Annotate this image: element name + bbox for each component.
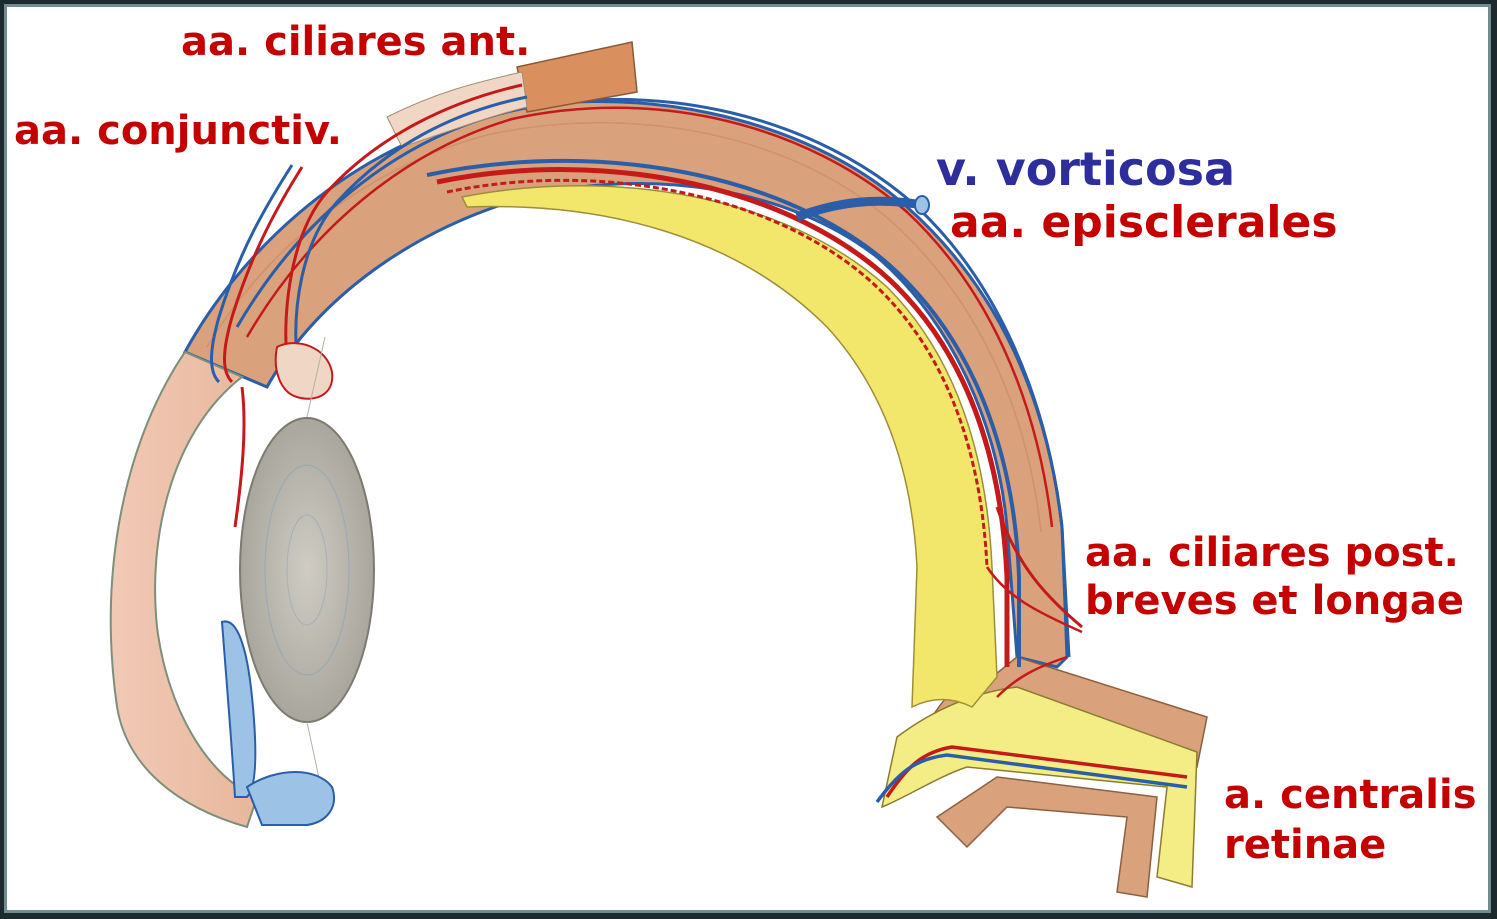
label-aa-episclerales: aa. episclerales — [950, 200, 1338, 246]
iris-root — [247, 772, 334, 825]
label-aa-ciliares-ant: aa. ciliares ant. — [181, 21, 530, 63]
label-a-centralis-line1: a. centralis — [1224, 774, 1477, 816]
optic-dura-lower — [937, 777, 1157, 897]
lens — [240, 418, 374, 722]
vortex-vein-end — [915, 196, 929, 214]
label-a-centralis-retinae: a. centralis retinae — [1224, 774, 1477, 866]
ciliary-body — [276, 343, 333, 399]
label-aa-ciliares-post-line1: aa. ciliares post. — [1085, 532, 1464, 574]
label-aa-ciliares-post-line2: breves et longae — [1085, 580, 1464, 622]
ciliary-process — [235, 387, 244, 527]
label-aa-conjunctiv: aa. conjunctiv. — [14, 110, 342, 152]
diagram-frame: aa. ciliares ant. aa. conjunctiv. v. vor… — [4, 4, 1491, 913]
label-v-vorticosa: v. vorticosa — [936, 145, 1235, 193]
label-aa-ciliares-post: aa. ciliares post. breves et longae — [1085, 532, 1464, 622]
label-a-centralis-line2: retinae — [1224, 824, 1477, 866]
